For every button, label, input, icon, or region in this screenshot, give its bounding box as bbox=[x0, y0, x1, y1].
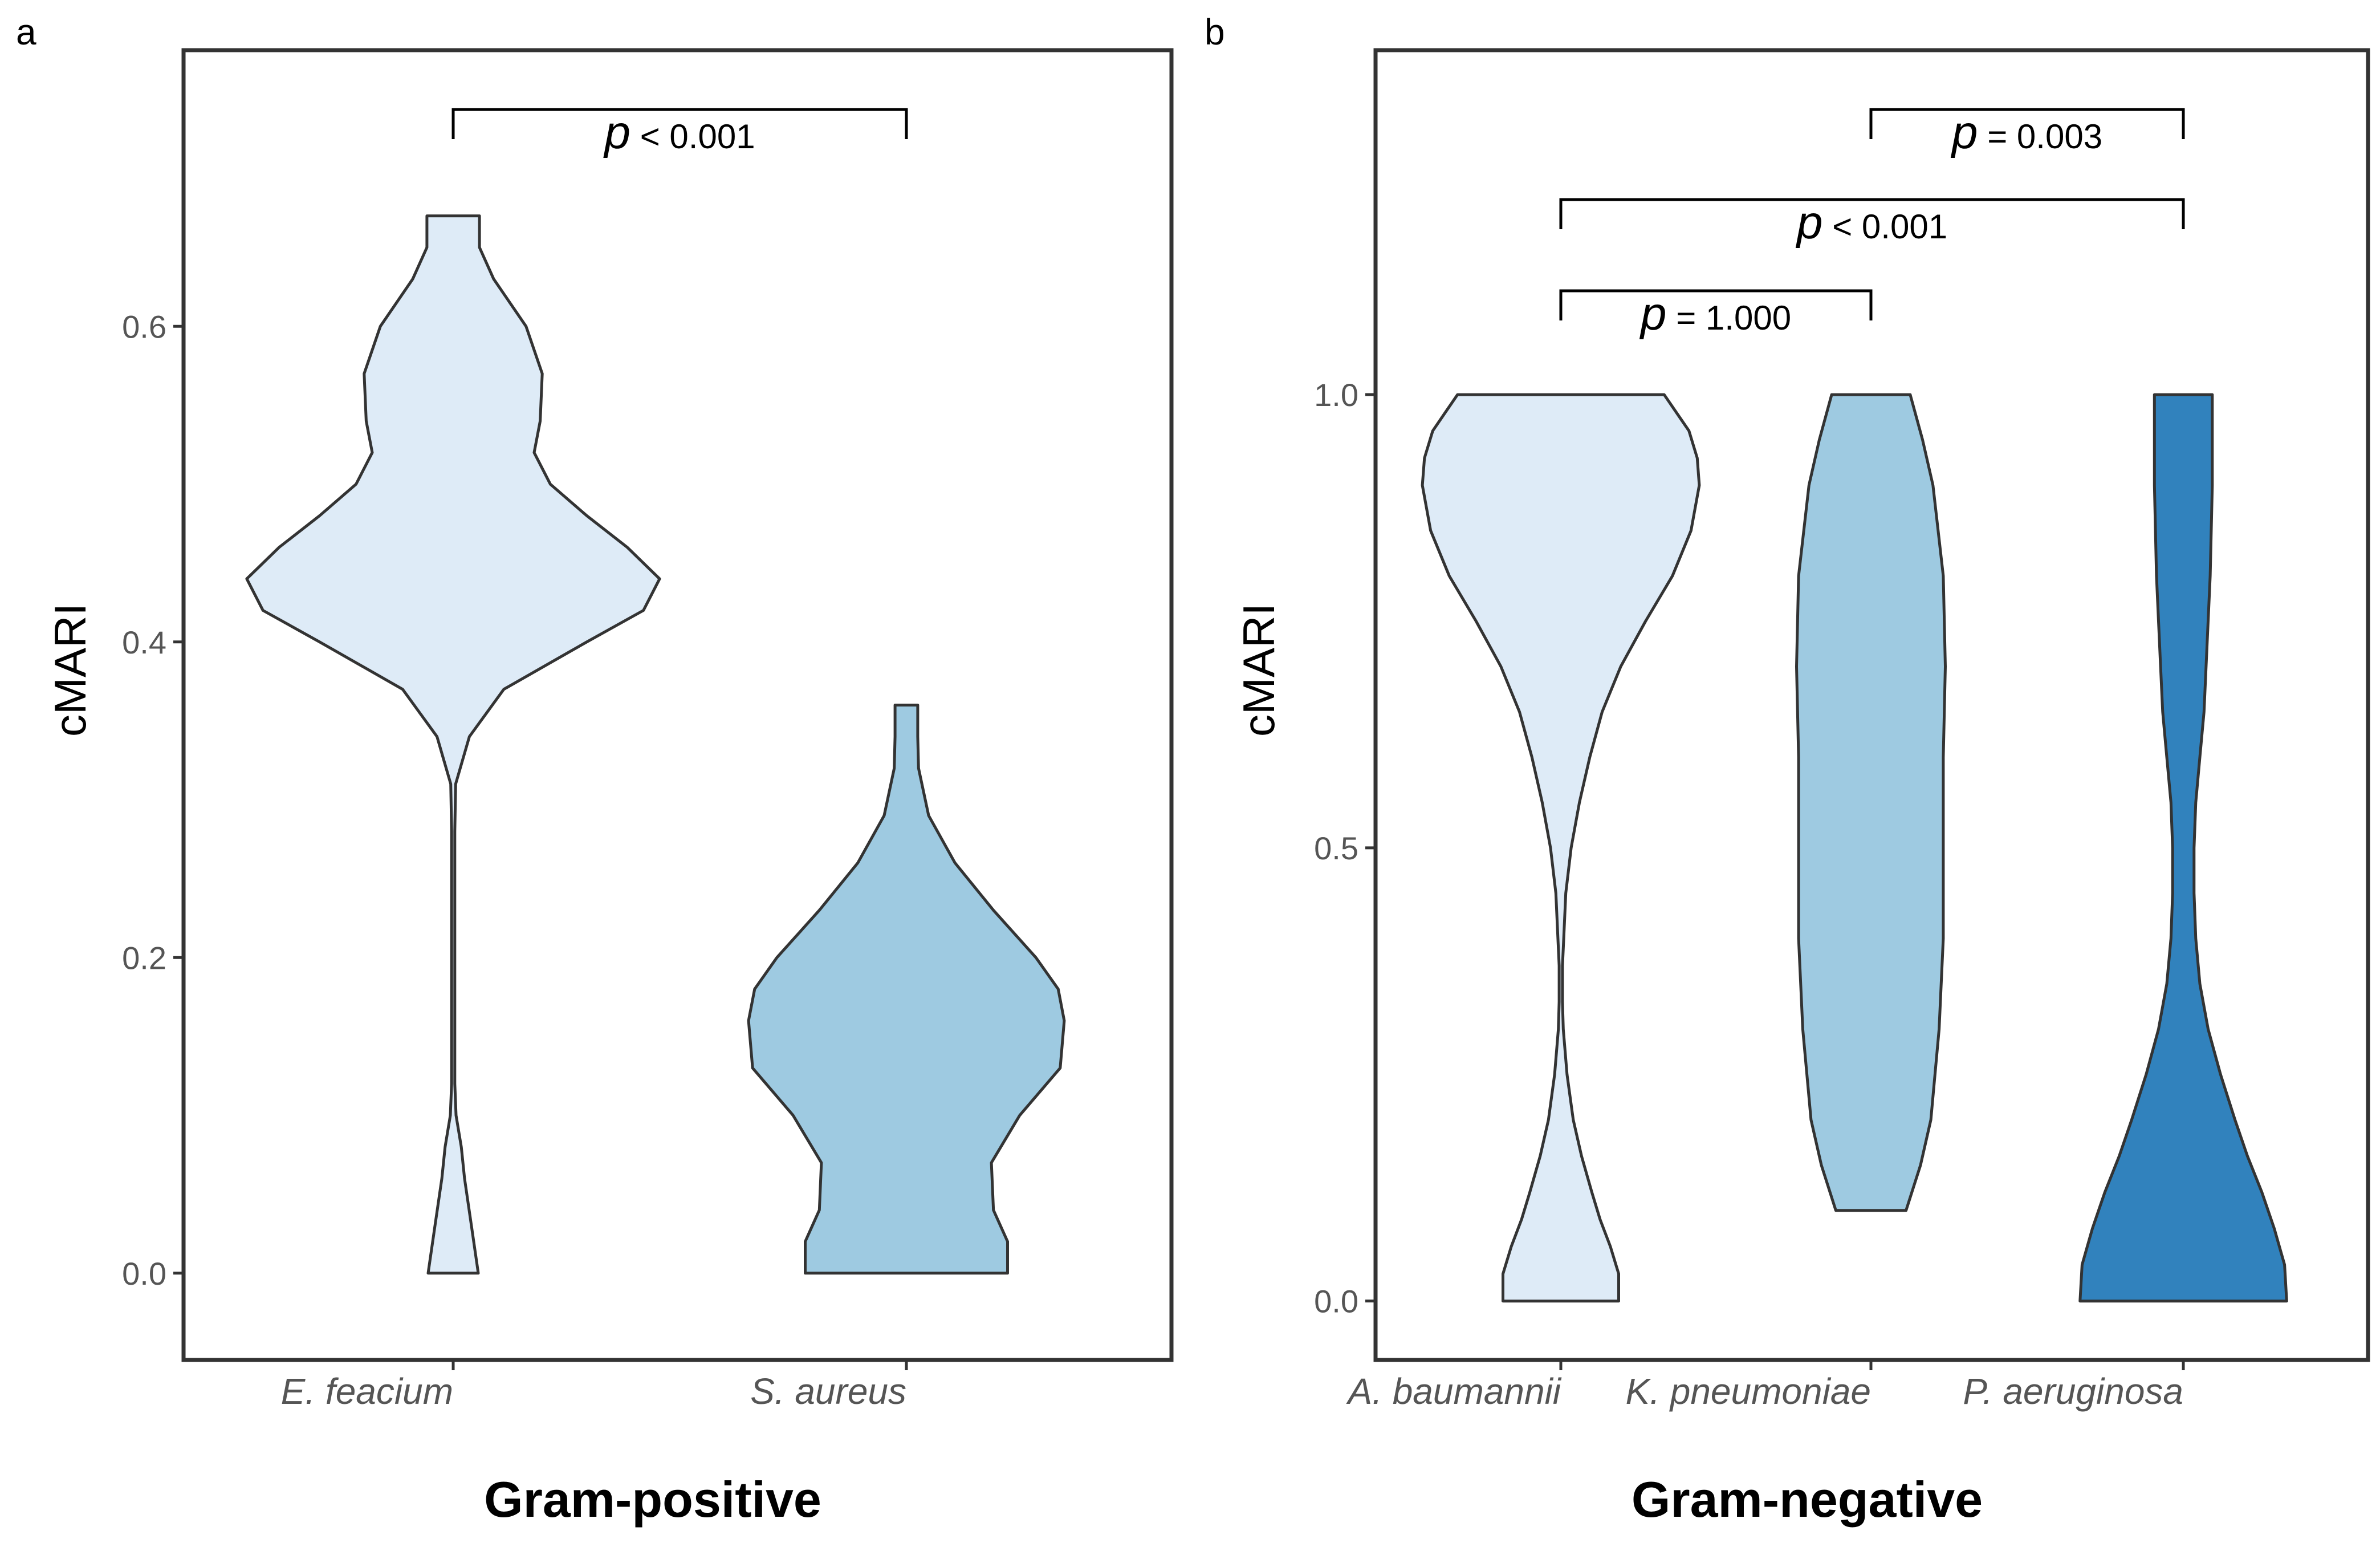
panel-b-comparison-label: p = 1.000 bbox=[1639, 288, 1791, 340]
panel-a-frame bbox=[181, 48, 1174, 1362]
panel-a-y-tick-label: 0.4 bbox=[122, 624, 166, 660]
panel-a-y-tick-label: 0.2 bbox=[122, 940, 166, 976]
panel-a-violins bbox=[245, 214, 1066, 1275]
panel-a: a cMARI Gram-positive p < 0.001 0.00.20.… bbox=[16, 11, 1174, 1528]
panel-a-letter: a bbox=[16, 11, 36, 52]
panel-b-comparison-label: p = 0.003 bbox=[1950, 107, 2102, 159]
panel-a-comparison-bracket bbox=[451, 108, 908, 139]
panel-b-x-tick-label-a-baumannii: A. baumannii bbox=[1345, 1371, 1561, 1412]
panel-b-y-axis: 0.0 0.5 1.0 bbox=[1314, 377, 1376, 1319]
panel-a-x-axis: E. feacium S. aureus bbox=[281, 1360, 908, 1412]
panel-a-x-tick-label-e-feacium: E. feacium bbox=[281, 1371, 453, 1412]
panel-b-comparison-bracket bbox=[1869, 108, 2185, 139]
panel-a-x-tick-label-s-aureus: S. aureus bbox=[750, 1371, 906, 1412]
panel-a-y-axis: 0.0 0.2 0.4 0.6 bbox=[122, 308, 184, 1292]
panel-a-comparison-label: p < 0.001 bbox=[603, 107, 755, 159]
panel-a-y-tick-label: 0.0 bbox=[122, 1256, 166, 1292]
panel-b-y-tick-label: 0.5 bbox=[1314, 830, 1358, 866]
panel-b-comparison-bracket bbox=[1559, 289, 1873, 320]
panel-a-violin-e-feacium bbox=[245, 214, 661, 1275]
panel-b-letter: b bbox=[1205, 11, 1225, 52]
panel-b-comparison-label: p < 0.001 bbox=[1795, 197, 1947, 249]
panel-a-y-axis-title: cMARI bbox=[45, 603, 95, 737]
panel-b-violin-k-pneumoniae bbox=[1795, 393, 1947, 1212]
panel-b-x-axis: A. baumannii K. pneumoniae P. aeruginosa bbox=[1345, 1360, 2185, 1412]
panel-a-comparisons: p < 0.001 bbox=[451, 107, 908, 159]
panel-a-violin-s-aureus bbox=[747, 704, 1066, 1275]
panel-b-x-tick-label-p-aeruginosa: P. aeruginosa bbox=[1963, 1371, 2183, 1412]
panel-a-x-axis-title: Gram-positive bbox=[484, 1471, 821, 1528]
panel-b-y-axis-title: cMARI bbox=[1234, 603, 1284, 737]
panel-b-y-tick-label: 1.0 bbox=[1314, 377, 1358, 413]
panel-b-x-axis-title: Gram-negative bbox=[1632, 1471, 1983, 1528]
panel-a-y-tick-label: 0.6 bbox=[122, 308, 166, 344]
panel-b-x-tick-label-k-pneumoniae: K. pneumoniae bbox=[1625, 1371, 1871, 1412]
panel-b-violins bbox=[1421, 393, 2288, 1303]
panel-b-violin-p-aeruginosa bbox=[2078, 393, 2288, 1303]
panel-b-violin-a-baumannii bbox=[1421, 393, 1701, 1303]
panel-b-comparison-bracket bbox=[1559, 198, 2185, 229]
panel-b-frame bbox=[1373, 48, 2370, 1362]
panel-b-y-tick-label: 0.0 bbox=[1314, 1284, 1358, 1319]
